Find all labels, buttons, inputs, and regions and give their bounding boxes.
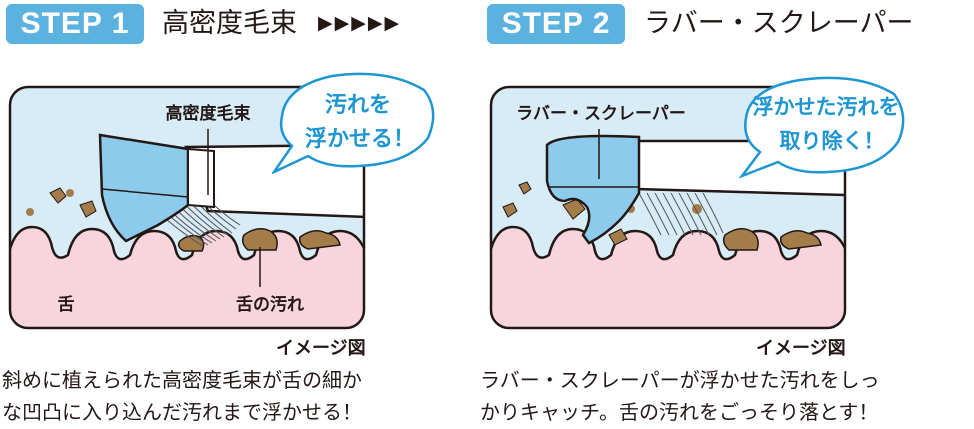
tongue-dirt — [177, 234, 205, 252]
dirt-particle — [66, 189, 74, 197]
tongue-dirt — [779, 230, 822, 250]
label-tongue: 舌 — [58, 294, 75, 315]
bubble-1-line1: 汚れを — [325, 93, 391, 118]
step2-description-line1: ラバー・スクレーパーが浮かせた汚れをしっ — [480, 368, 880, 392]
tongue-dirt — [722, 228, 759, 251]
bubble-1-line2: 浮かせる！ — [305, 126, 415, 152]
step2-description-line2: かりキャッチ。舌の汚れをごっそり落とす！ — [480, 400, 879, 424]
step1-image-note: イメージ図 — [276, 338, 366, 359]
step1-description-line1: 斜めに植えられた高密度毛束が舌の細か — [2, 368, 362, 392]
dirt-particle — [562, 198, 586, 220]
tongue-dirt — [298, 230, 341, 250]
brush-head-edge — [101, 188, 189, 198]
step2-title: ラバー・スクレーパー — [644, 8, 914, 39]
step1-title: 高密度毛束 — [162, 8, 297, 39]
tongue-dirt — [241, 228, 278, 251]
step1-description-line2: な凹凸に入り込んだ汚れまで浮かせる！ — [2, 400, 362, 424]
dirt-particle — [26, 208, 34, 216]
bristle-tuft — [638, 192, 724, 236]
dirt-particle — [79, 200, 97, 218]
step1-badge: STEP 1 — [6, 4, 144, 44]
brush-tuft-base — [187, 147, 215, 209]
step-arrows: ▶▶▶▶▶ — [318, 12, 402, 34]
label-tongue-dirt: 舌の汚れ — [236, 294, 304, 315]
dirt-particle — [518, 181, 532, 195]
dirt-particle — [608, 228, 628, 246]
bubble-2-line2: 取り除く！ — [780, 129, 885, 153]
label-rubber-scraper: ラバー・スクレーパー — [516, 104, 686, 124]
rubber-scraper — [545, 134, 641, 245]
speech-bubble-1: 汚れを 浮かせる！ — [272, 72, 435, 174]
dirt-particle — [502, 202, 518, 218]
dirt-particle — [49, 187, 67, 204]
speech-bubble-2: 浮かせた汚れを 取り除く！ — [738, 76, 905, 179]
bubble-2-line1: 浮かせた汚れを — [753, 95, 900, 119]
panel-border — [489, 85, 847, 330]
step2-badge: STEP 2 — [487, 4, 625, 44]
tongue-surface — [10, 225, 364, 328]
label-brush-tuft: 高密度毛束 — [166, 103, 251, 124]
tongue-surface — [491, 225, 845, 328]
step2-image-note: イメージ図 — [756, 338, 846, 359]
panel-border — [8, 85, 366, 330]
brush-head — [98, 133, 190, 243]
